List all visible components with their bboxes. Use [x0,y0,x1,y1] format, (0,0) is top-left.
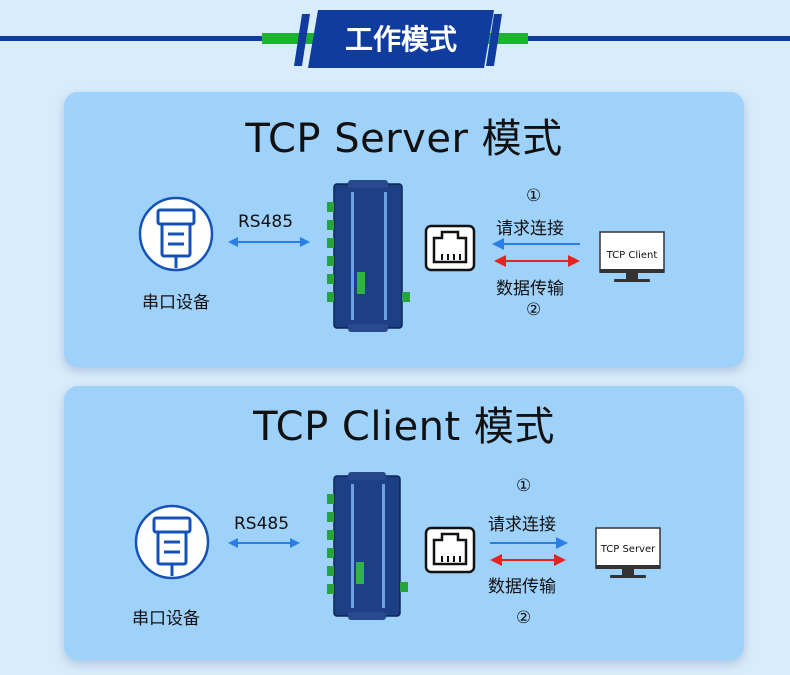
header-title: 工作模式 [345,23,457,56]
header-slash-left [294,14,310,66]
computer-label: TCP Client [606,250,658,261]
request-label: 请求连接 [488,515,556,535]
serial-port-icon [134,504,210,580]
request-arrow [492,238,580,250]
serial-server-device [327,180,410,332]
request-arrow [490,537,568,549]
panel-tcp-server: TCP Server 模式 [64,92,744,367]
computer-monitor-icon: TCP Client [599,231,665,282]
step2-number: ② [516,608,532,628]
step1-number: ① [516,476,532,496]
ethernet-port-icon [424,224,476,272]
computer-monitor-icon: TCP Server [595,527,661,578]
serial-port-icon [138,196,214,272]
protocol-label: RS485 [238,212,294,232]
data-transfer-arrow [494,255,580,267]
computer-label: TCP Server [600,544,656,555]
panel-title: TCP Client 模式 [253,404,555,450]
rs485-double-arrow [228,538,300,548]
request-label: 请求连接 [496,219,564,239]
serial-device-label: 串口设备 [142,293,210,313]
panel-tcp-client: TCP Client 模式 [64,386,744,660]
header-decoration: 工作模式 [0,10,790,68]
step1-number: ① [526,186,542,206]
protocol-label: RS485 [234,514,290,534]
serial-device-label: 串口设备 [132,609,200,629]
data-transfer-label: 数据传输 [488,577,556,597]
header-title-box [308,10,494,68]
ethernet-port-icon [424,526,476,574]
data-transfer-arrow [490,554,566,566]
step2-number: ② [526,300,542,320]
serial-server-device [327,472,408,620]
header-band: 工作模式 [0,0,790,80]
panel-diagram: TCP Client [138,180,665,332]
data-transfer-label: 数据传输 [496,279,564,299]
header-slash-right [486,14,502,66]
panel-diagram: TCP Server [134,472,661,620]
rs485-double-arrow [228,237,310,247]
panel-title: TCP Server 模式 [245,116,563,162]
